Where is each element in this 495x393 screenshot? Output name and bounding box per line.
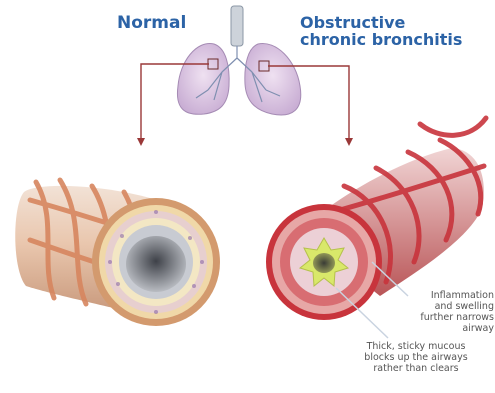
lungs: [177, 6, 300, 115]
label-obstructive-chronic-bronchitis: Obstructive chronic bronchitis: [300, 14, 462, 49]
ocb-cross-section: [266, 204, 382, 320]
caption-mucous-line-3: rather than clears: [336, 364, 495, 375]
label-ocb-line-2: chronic bronchitis: [300, 31, 462, 48]
trachea: [231, 6, 243, 46]
caption-mucous: Thick, sticky mucous blocks up the airwa…: [336, 342, 495, 375]
normal-lumen: [126, 236, 186, 292]
caption-inflammation: Inflammation and swelling further narrow…: [394, 291, 494, 335]
normal-airway: [15, 180, 220, 326]
right-lung: [245, 43, 301, 114]
left-lung: [177, 44, 229, 115]
label-ocb-line-1: Obstructive: [300, 14, 462, 31]
ocb-lumen: [313, 253, 335, 273]
normal-cross-section: [92, 198, 220, 326]
caption-inflammation-line-4: airway: [394, 324, 494, 335]
label-normal: Normal: [117, 14, 186, 32]
